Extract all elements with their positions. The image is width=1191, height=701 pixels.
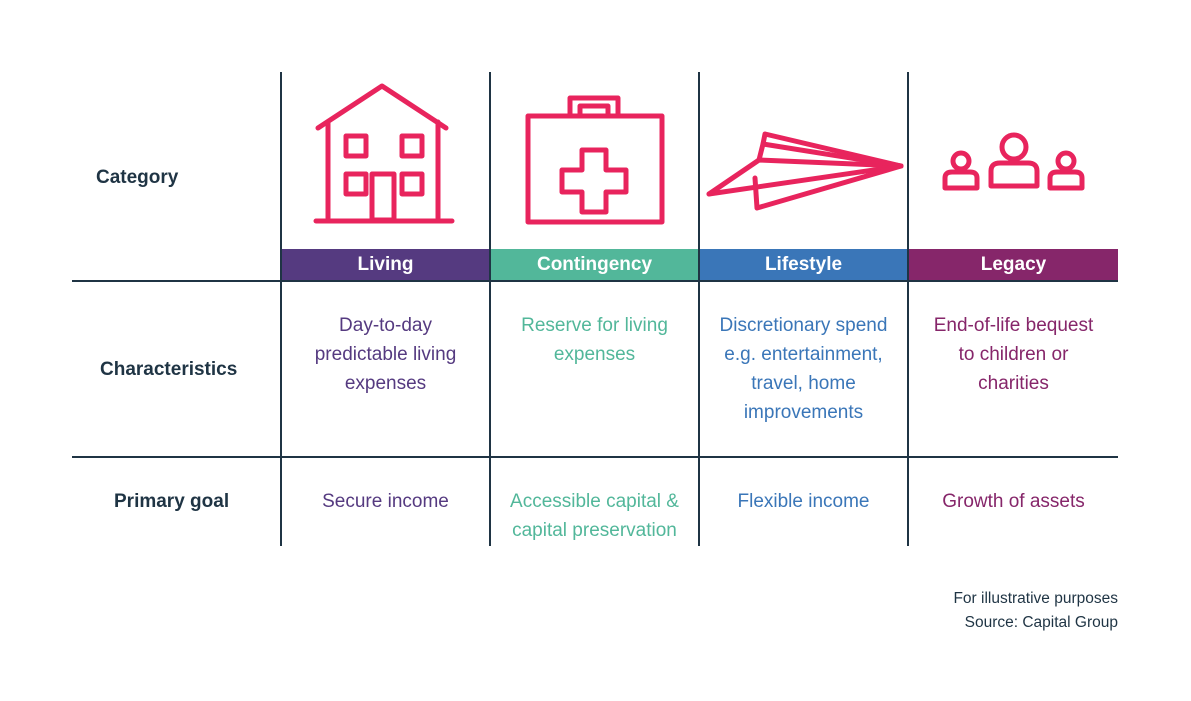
- cell-text-line: Reserve for living: [521, 315, 668, 336]
- cell-text-line: travel, home: [751, 373, 856, 394]
- goal-living: Secure income: [282, 487, 489, 516]
- goal-lifestyle: Flexible income: [700, 487, 907, 516]
- house-icon: [312, 82, 457, 228]
- row-label-primary-goal: Primary goal: [114, 491, 230, 512]
- cell-text-line: capital preservation: [512, 520, 677, 541]
- goal-contingency: Accessible capital & capital preservatio…: [491, 487, 698, 545]
- cell-text-line: End-of-life bequest: [933, 315, 1094, 336]
- footnote: For illustrative purposes Source: Capita…: [953, 587, 1118, 635]
- cell-text-line: expenses: [344, 373, 427, 394]
- grid-divider: [698, 72, 700, 546]
- cell-text-line: to children or: [958, 344, 1069, 365]
- category-band-contingency: Contingency: [491, 249, 698, 280]
- characteristics-legacy: End-of-life bequest to children or chari…: [909, 311, 1118, 398]
- cell-text-line: Growth of assets: [942, 491, 1085, 512]
- grid-divider: [72, 280, 1118, 282]
- grid-divider: [280, 72, 282, 546]
- goal-legacy: Growth of assets: [909, 487, 1118, 516]
- footnote-source: Source: Capital Group: [964, 614, 1118, 631]
- cell-text-line: predictable living: [314, 344, 457, 365]
- characteristics-lifestyle: Discretionary spend e.g. entertainment, …: [700, 311, 907, 427]
- cell-text-line: Day-to-day: [339, 315, 432, 336]
- category-band-living: Living: [282, 249, 489, 280]
- family-icon: [940, 128, 1086, 194]
- category-band-legacy: Legacy: [909, 249, 1118, 280]
- characteristics-contingency: Reserve for living expenses: [491, 311, 698, 369]
- row-label-category: Category: [96, 167, 179, 188]
- grid-divider: [907, 72, 909, 546]
- cell-text-line: Secure income: [322, 491, 449, 512]
- grid-divider: [489, 72, 491, 546]
- cell-text-line: improvements: [743, 402, 864, 423]
- paper-plane-icon: [705, 126, 907, 212]
- footnote-illustrative: For illustrative purposes: [953, 590, 1118, 607]
- row-label-characteristics: Characteristics: [100, 359, 238, 380]
- first-aid-kit-icon: [524, 92, 666, 228]
- cell-text-line: Accessible capital &: [510, 491, 679, 512]
- cell-text-line: Flexible income: [737, 491, 870, 512]
- cell-text-line: charities: [978, 373, 1049, 394]
- category-band-lifestyle: Lifestyle: [700, 249, 907, 280]
- cell-text-line: expenses: [553, 344, 636, 365]
- cell-text-line: Discretionary spend: [719, 315, 888, 336]
- grid-divider: [72, 456, 1118, 458]
- characteristics-living: Day-to-day predictable living expenses: [282, 311, 489, 398]
- cell-text-line: e.g. entertainment,: [724, 344, 883, 365]
